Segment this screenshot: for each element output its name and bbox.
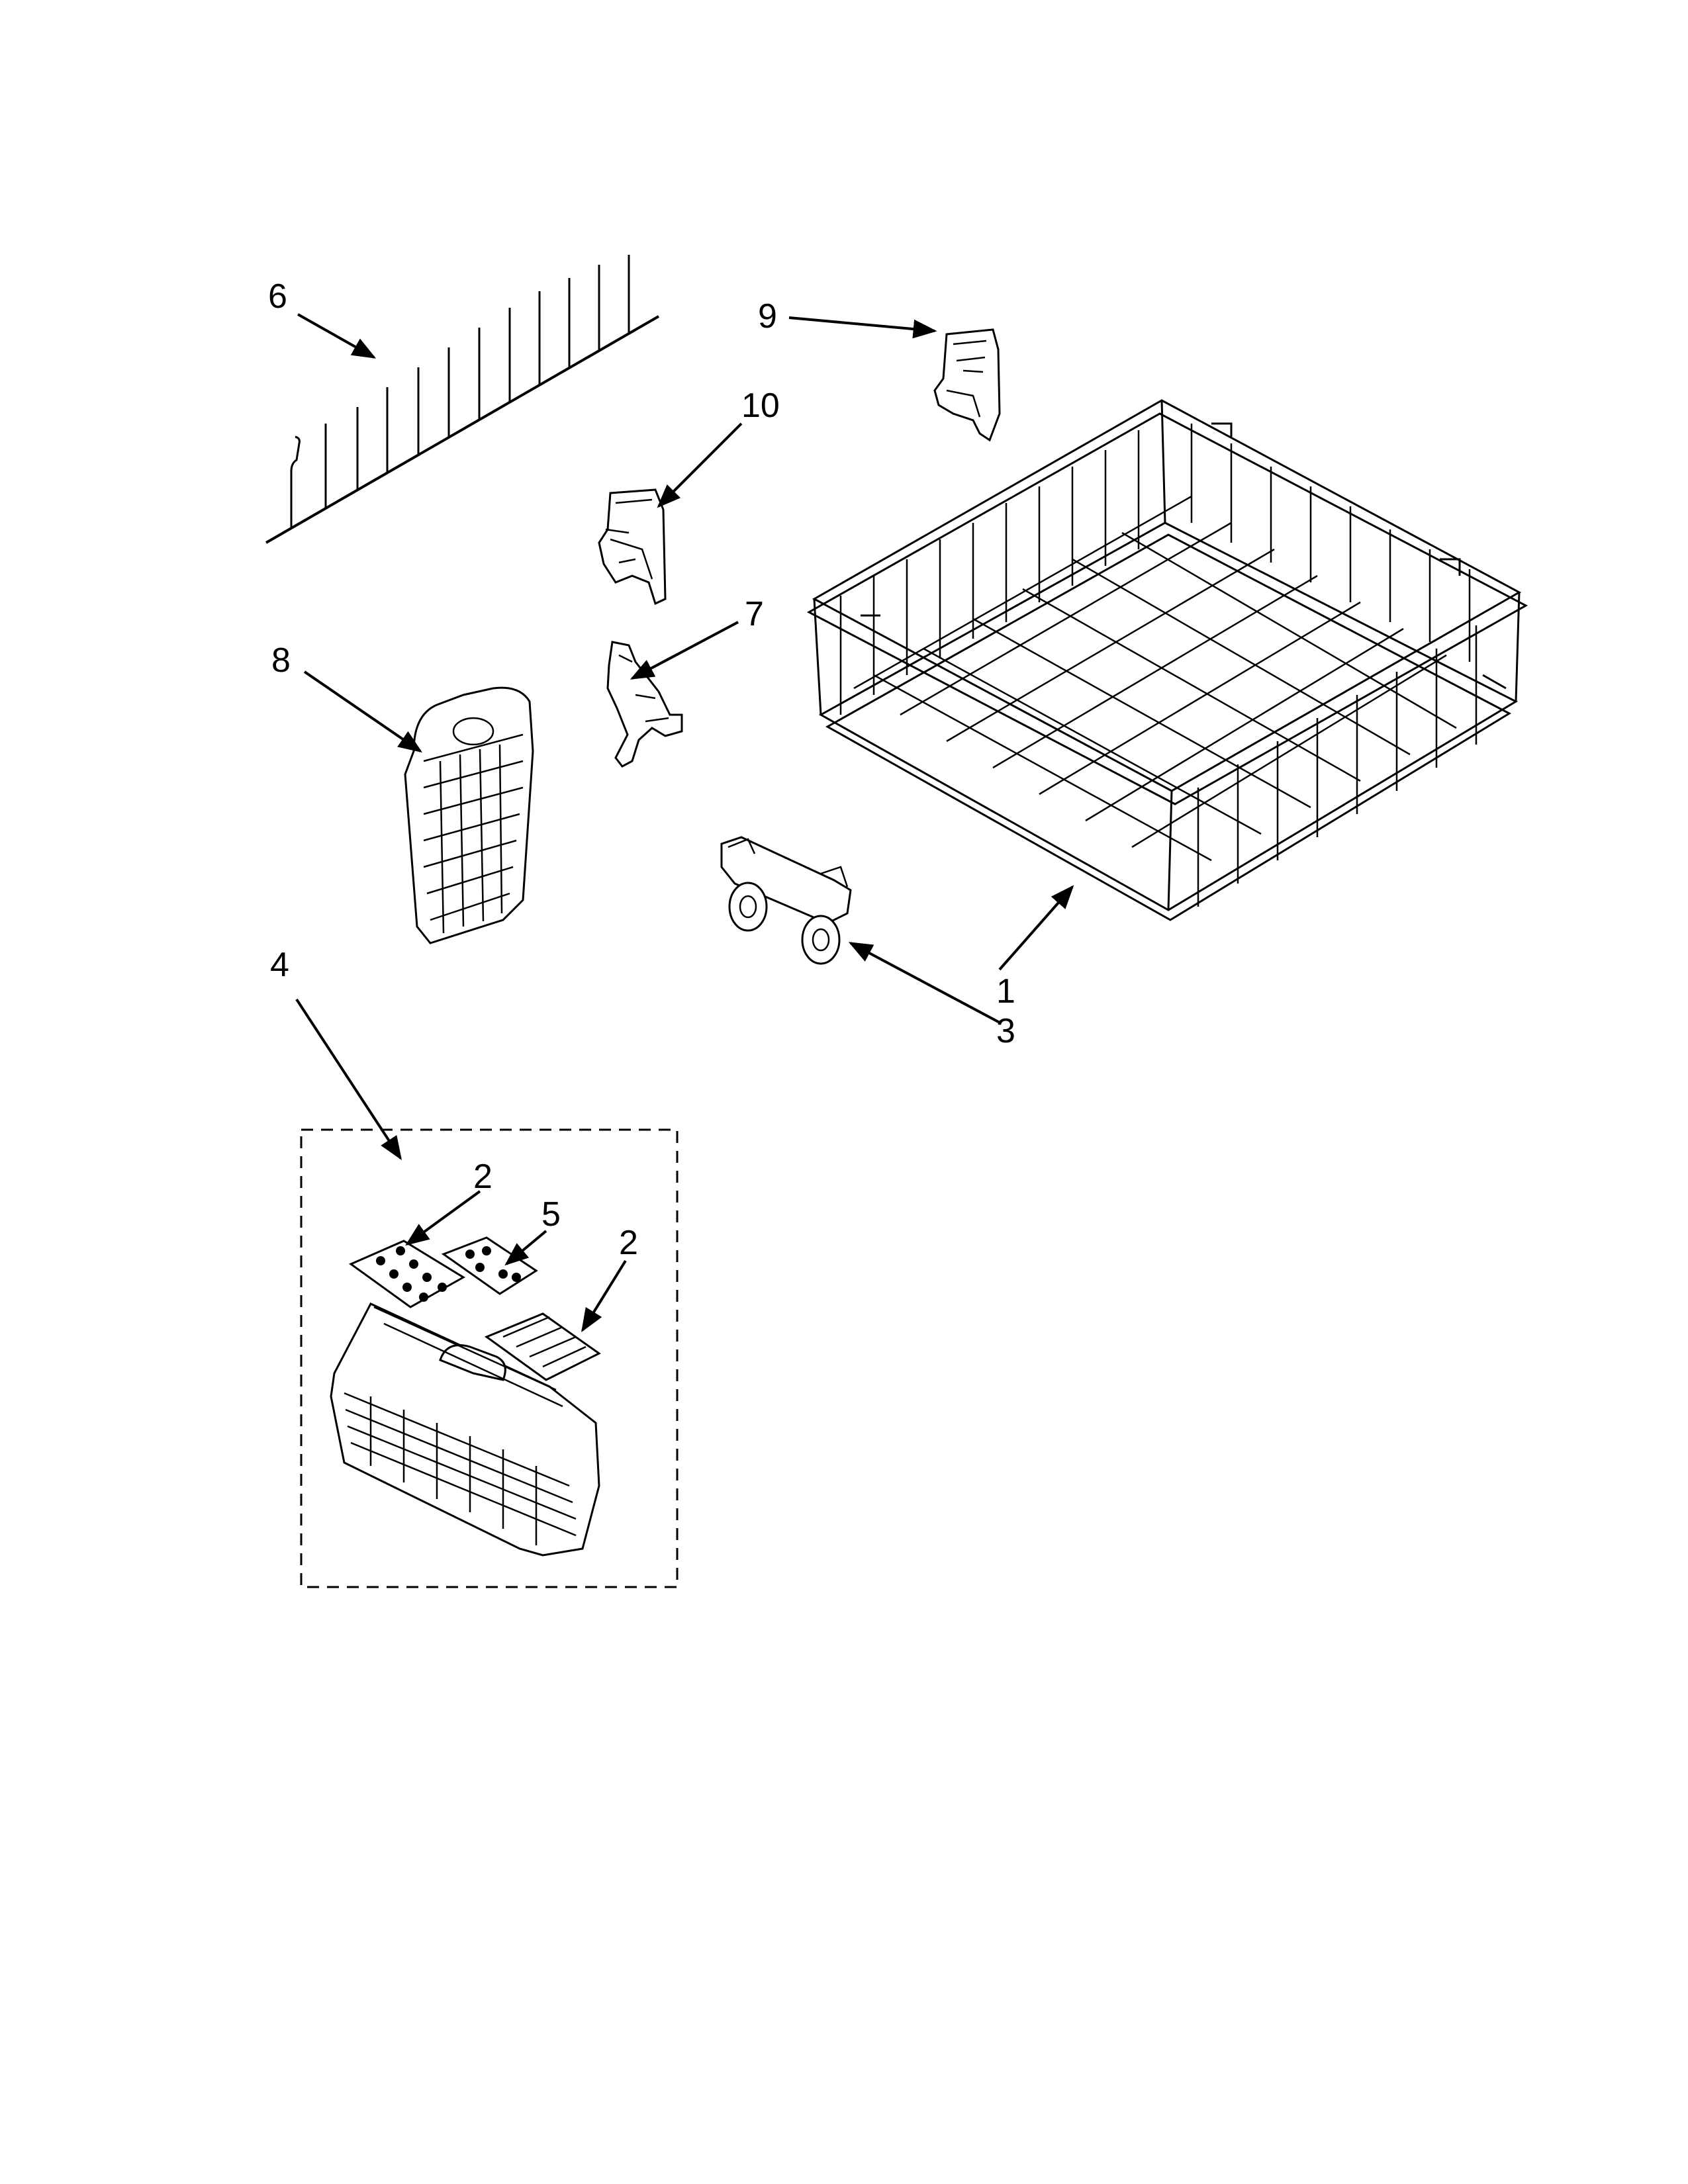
callout-5: 5 [541,1195,561,1234]
silverware-basket-part-4 [330,1302,600,1557]
tine-row-part [265,255,659,544]
basket-cover-part-5 [441,1236,538,1295]
callout-1: 1 [996,972,1015,1011]
callout-3: 3 [996,1012,1015,1050]
rack-clip-part-10 [598,488,667,606]
roller-clip-part-7 [606,641,683,768]
callout-6: 6 [268,277,287,316]
callout-8: 8 [271,641,291,680]
callout-4: 4 [270,946,289,984]
callout-labels: 6 9 10 7 8 1 3 4 2 5 2 [268,277,1015,1262]
silverware-basket-kit-box [300,1128,679,1588]
leader-lines [295,313,1074,1333]
callout-10: 10 [741,387,780,425]
callout-2a: 2 [473,1158,492,1196]
lower-rack-part-1 [806,399,1528,921]
rack-clip-part-9 [933,328,1001,442]
callout-2b: 2 [619,1224,638,1262]
basket-cover-part-2b [484,1312,601,1381]
callout-7: 7 [745,595,764,633]
wheel-assembly-part-3 [720,836,852,965]
small-basket-part-8 [404,686,534,944]
basket-cover-part-2a [348,1240,465,1308]
callout-9: 9 [758,297,777,336]
